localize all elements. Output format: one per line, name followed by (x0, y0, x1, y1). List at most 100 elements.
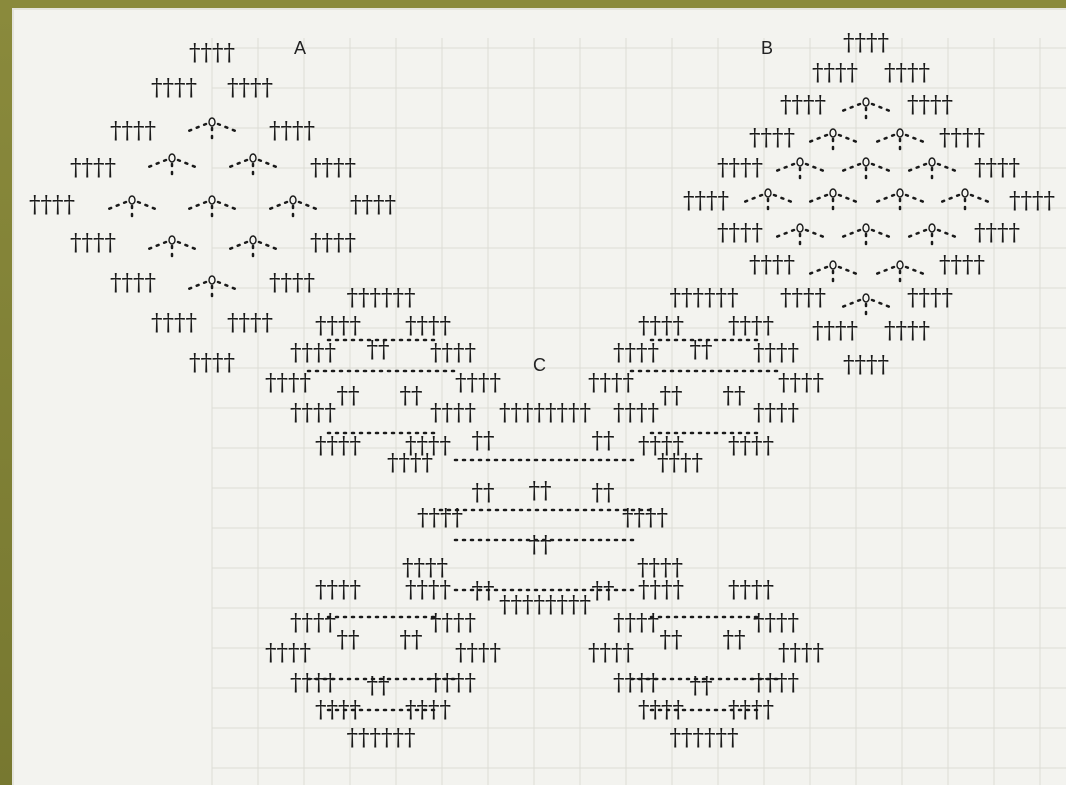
picot-ring (863, 224, 869, 232)
picot-ring (169, 154, 175, 162)
picot-ring (765, 189, 771, 197)
stitch-group: †††† (315, 433, 361, 459)
chain-stitch (872, 104, 890, 111)
stitch-group: †††††††† (499, 592, 591, 618)
stitch-group: †††† (265, 640, 311, 666)
stitch-group: †††† (613, 400, 659, 426)
stitch-group: †† (337, 383, 360, 409)
stitch-group: †† (529, 532, 552, 558)
stitch-group: †† (690, 673, 713, 699)
chain-stitch (872, 230, 890, 237)
chain-stitch (806, 230, 824, 237)
stitch-group: †† (592, 480, 615, 506)
stitch-group: †††† (1009, 188, 1055, 214)
stitch-group: †† (367, 673, 390, 699)
stitch-group: †† (472, 428, 495, 454)
chart-label-b: B (761, 38, 773, 59)
stitch-group: †††† (387, 450, 433, 476)
stitch-group: †† (660, 383, 683, 409)
stitch-group: †††† (717, 220, 763, 246)
stitch-group: †††† (70, 230, 116, 256)
picot-ring (897, 189, 903, 197)
picot-ring (129, 196, 135, 204)
chain-stitch (218, 282, 238, 290)
chain-stitch (842, 164, 860, 171)
stitch-group: †††††† (347, 725, 416, 751)
chain-stitch (839, 195, 857, 202)
stitch-group: †††† (907, 92, 953, 118)
stitch-group: †† (723, 627, 746, 653)
stitch-group: †††† (622, 505, 668, 531)
picot-ring (290, 196, 296, 204)
stitch-group: †† (400, 383, 423, 409)
picot-ring (962, 189, 968, 197)
chain-stitch (299, 202, 319, 210)
picot-ring (169, 236, 175, 244)
stitch-group: †††† (290, 670, 336, 696)
stitch-group: †† (529, 478, 552, 504)
chain-stitch (839, 267, 857, 274)
chain-stitch (809, 135, 827, 142)
stitch-group: †††† (189, 40, 235, 66)
chain-stitch (146, 242, 166, 250)
stitch-group: †††† (405, 697, 451, 723)
chain-stitch (146, 160, 166, 168)
chain-stitch (178, 160, 198, 168)
chain-stitch (186, 282, 206, 290)
chain-stitch (186, 124, 206, 132)
stitch-group: †††† (70, 155, 116, 181)
stitch-group: †††† (290, 340, 336, 366)
chain-stitch (218, 202, 238, 210)
stitch-group: †††† (227, 310, 273, 336)
stitch-group: †††† (151, 310, 197, 336)
stitch-group: †††† (753, 670, 799, 696)
stitch-group: †† (337, 627, 360, 653)
stitch-group: †††† (405, 313, 451, 339)
stitch-group: †††† (350, 192, 396, 218)
stitch-group: †††† (227, 75, 273, 101)
stitch-group: †††† (907, 285, 953, 311)
chain-stitch (876, 267, 894, 274)
chain-stitch (774, 195, 792, 202)
chain-stitch (842, 230, 860, 237)
chain-stitch (938, 230, 956, 237)
chart-label-c: C (533, 355, 546, 376)
stitch-group: †††† (310, 230, 356, 256)
stitch-group: †††† (728, 577, 774, 603)
chain-stitch (227, 160, 247, 168)
chart-panel: ††††††††††††††††††††††††††††††††††††††††… (12, 8, 1066, 785)
stitch-group: †† (592, 428, 615, 454)
chain-stitch (809, 195, 827, 202)
stitch-group: †††† (749, 252, 795, 278)
stitch-group: †††† (939, 125, 985, 151)
chain-stitch (227, 242, 247, 250)
chain-stitch (106, 202, 126, 210)
chain-stitch (839, 135, 857, 142)
picot-ring (797, 158, 803, 166)
stitch-group: †††††††† (499, 400, 591, 426)
chain-stitch (876, 195, 894, 202)
stitch-group: †††† (588, 640, 634, 666)
stitch-group: †††† (780, 285, 826, 311)
stitch-group: †††† (430, 610, 476, 636)
picot-ring (250, 154, 256, 162)
stitch-group: †††† (728, 697, 774, 723)
stitch-group: †††† (637, 555, 683, 581)
picot-ring (830, 261, 836, 269)
stitch-group: †††† (974, 220, 1020, 246)
chain-stitch (971, 195, 989, 202)
chain-stitch (138, 202, 158, 210)
stitch-group: †††† (151, 75, 197, 101)
stitch-group: †††† (430, 340, 476, 366)
stitch-group: †††† (683, 188, 729, 214)
stitch-group: †††† (315, 577, 361, 603)
picot-ring (929, 224, 935, 232)
picot-ring (209, 196, 215, 204)
stitch-group: †††† (843, 30, 889, 56)
stitch-group: †††† (265, 370, 311, 396)
stitch-group: †††† (613, 610, 659, 636)
stitch-group: †††† (613, 340, 659, 366)
stitch-group: †††† (315, 313, 361, 339)
stitch-group: †† (660, 627, 683, 653)
